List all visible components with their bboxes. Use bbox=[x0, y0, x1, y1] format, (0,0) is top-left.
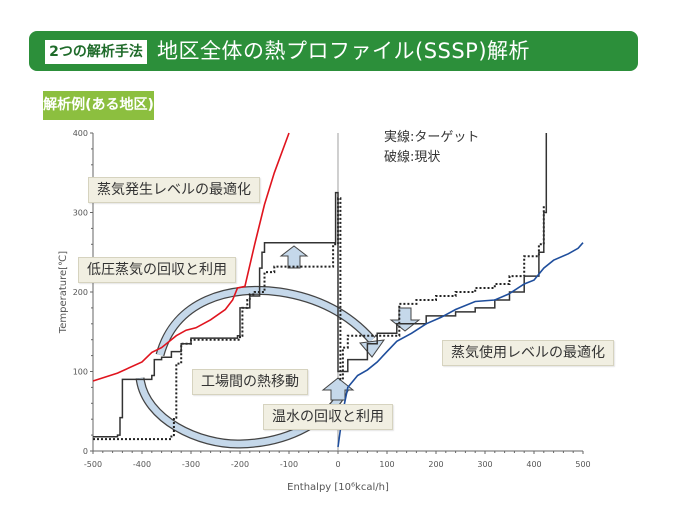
svg-text:-400: -400 bbox=[133, 460, 151, 469]
svg-text:300: 300 bbox=[477, 460, 492, 469]
svg-text:-500: -500 bbox=[84, 460, 102, 469]
cold-curve-line bbox=[337, 242, 584, 448]
steam-arrows bbox=[279, 245, 421, 401]
annotation-steam-generation: 蒸気発生レベルの最適化 bbox=[88, 177, 260, 203]
svg-text:400: 400 bbox=[73, 129, 88, 138]
y-axis-label: Temperature[℃] bbox=[58, 251, 69, 334]
svg-text:-300: -300 bbox=[182, 460, 200, 469]
method-tag: 2つの解析手法 bbox=[45, 40, 147, 64]
svg-text:200: 200 bbox=[73, 288, 88, 297]
example-label: 解析例(ある地区) bbox=[43, 91, 154, 120]
svg-text:100: 100 bbox=[73, 368, 88, 377]
annotation-steam-usage: 蒸気使用レベルの最適化 bbox=[442, 340, 614, 366]
svg-text:400: 400 bbox=[526, 460, 541, 469]
annotation-hot-water: 温水の回収と利用 bbox=[263, 404, 393, 430]
svg-text:300: 300 bbox=[73, 209, 88, 218]
x-axis-label: Enthalpy [10⁶kcal/h] bbox=[287, 482, 389, 493]
svg-text:-200: -200 bbox=[231, 460, 249, 469]
svg-text:-100: -100 bbox=[280, 460, 298, 469]
legend-solid: 実線:ターゲット bbox=[384, 130, 480, 145]
annotation-low-pressure-steam: 低圧蒸気の回収と利用 bbox=[78, 257, 236, 283]
legend: 実線:ターゲット 破線:現状 bbox=[384, 128, 479, 168]
hot-curve-line bbox=[92, 132, 290, 382]
svg-text:100: 100 bbox=[379, 460, 394, 469]
tick-labels: -500 -400 -300 -200 -100 0 100 200 300 400 500 0 100… bbox=[73, 129, 591, 469]
annotation-inter-plant: 工場間の熱移動 bbox=[192, 369, 308, 395]
target-profile-line bbox=[93, 133, 548, 438]
axis-ticks bbox=[90, 132, 584, 454]
legend-dashed: 破線:現状 bbox=[384, 150, 441, 165]
svg-text:0: 0 bbox=[335, 460, 340, 469]
current-profile-line bbox=[93, 197, 545, 441]
svg-text:500: 500 bbox=[575, 460, 590, 469]
svg-text:200: 200 bbox=[428, 460, 443, 469]
page-title: 地区全体の熱プロファイル(SSSP)解析 bbox=[157, 39, 531, 63]
svg-text:0: 0 bbox=[83, 447, 88, 456]
